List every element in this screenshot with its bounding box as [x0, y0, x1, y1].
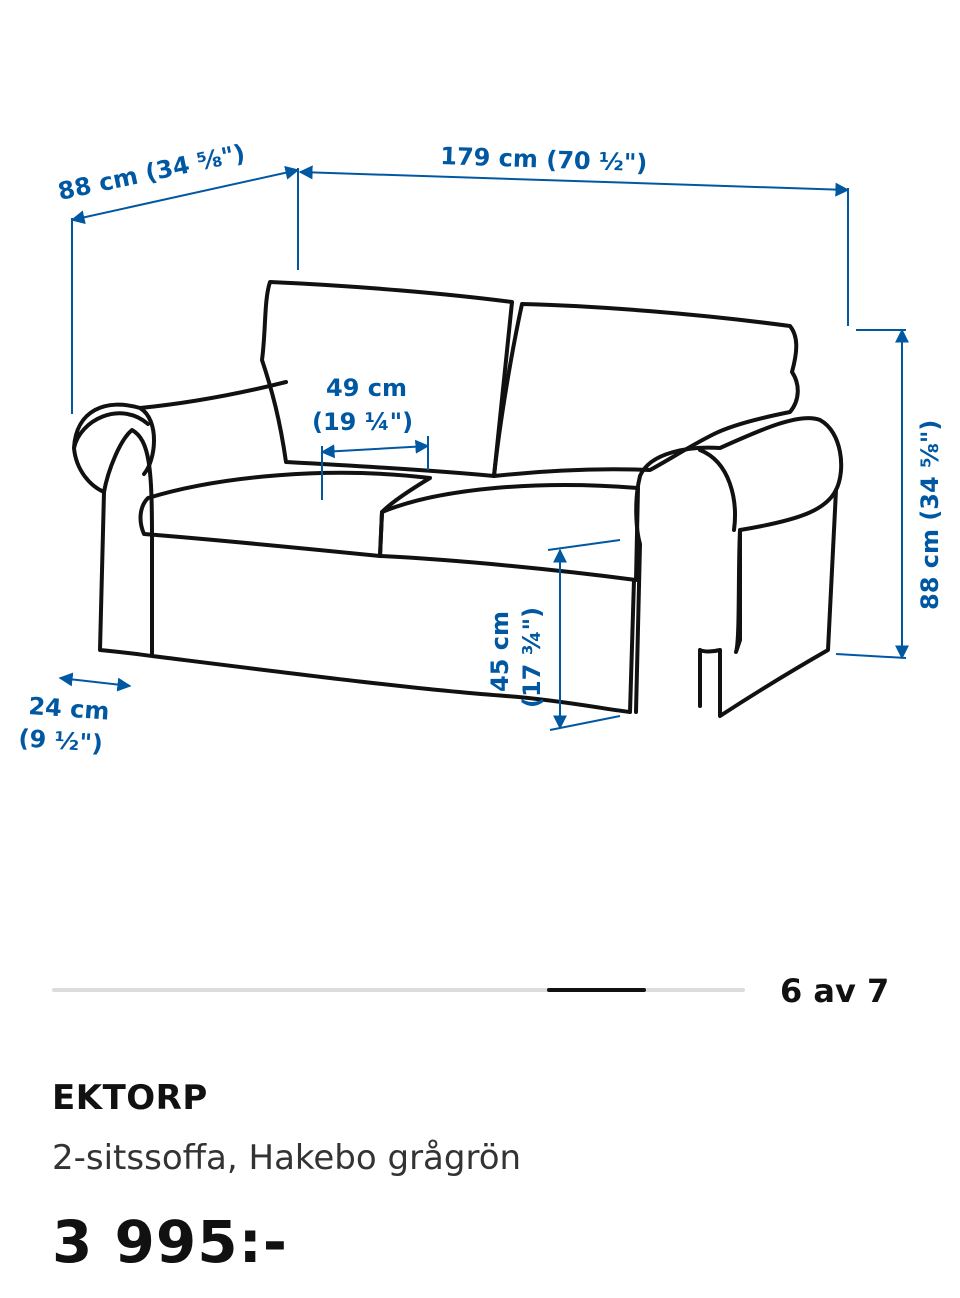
seat-depth-label-line1: 49 cm	[326, 374, 407, 402]
right-back-cushion	[492, 302, 800, 478]
sofa-dimension-drawing: 88 cm (34 ⅝") 179 cm (70 ½") 88 cm (34 ⅝…	[18, 139, 944, 758]
product-name: EKTORP	[52, 1078, 208, 1118]
width-label: 179 cm (70 ½")	[440, 142, 648, 177]
dimension-lines	[58, 165, 909, 731]
product-price: 3 995:-	[52, 1208, 288, 1276]
seat-height-label-line1: 45 cm	[486, 611, 514, 692]
leg-label-line1: 24 cm	[28, 692, 111, 726]
carousel-progress-thumb[interactable]	[547, 988, 646, 992]
left-arm-front	[102, 428, 154, 542]
height-label: 88 cm (34 ⅝")	[916, 420, 944, 610]
sofa-outline	[72, 280, 844, 718]
seat-depth-label-line2: (19 ¼")	[312, 408, 413, 436]
seat-height-label-line2: (17 ¾")	[518, 607, 546, 708]
carousel-progress-track[interactable]	[52, 988, 745, 992]
left-seat-cushion	[138, 470, 432, 558]
leg-label-line2: (9 ½")	[18, 724, 104, 758]
product-description: 2-sitssoffa, Hakebo grågrön	[52, 1138, 522, 1178]
depth-label: 88 cm (34 ⅝")	[55, 139, 247, 206]
right-arm	[634, 416, 844, 714]
left-arm	[72, 380, 288, 658]
right-seat-cushion	[378, 483, 640, 582]
left-back-cushion	[260, 280, 514, 478]
carousel-page-counter: 6 av 7	[780, 972, 890, 1010]
product-dimension-image[interactable]: 88 cm (34 ⅝") 179 cm (70 ½") 88 cm (34 ⅝…	[0, 0, 960, 900]
image-carousel-indicator[interactable]: 6 av 7	[52, 968, 912, 1018]
right-arm-side	[698, 488, 838, 718]
front-skirt	[150, 538, 636, 714]
